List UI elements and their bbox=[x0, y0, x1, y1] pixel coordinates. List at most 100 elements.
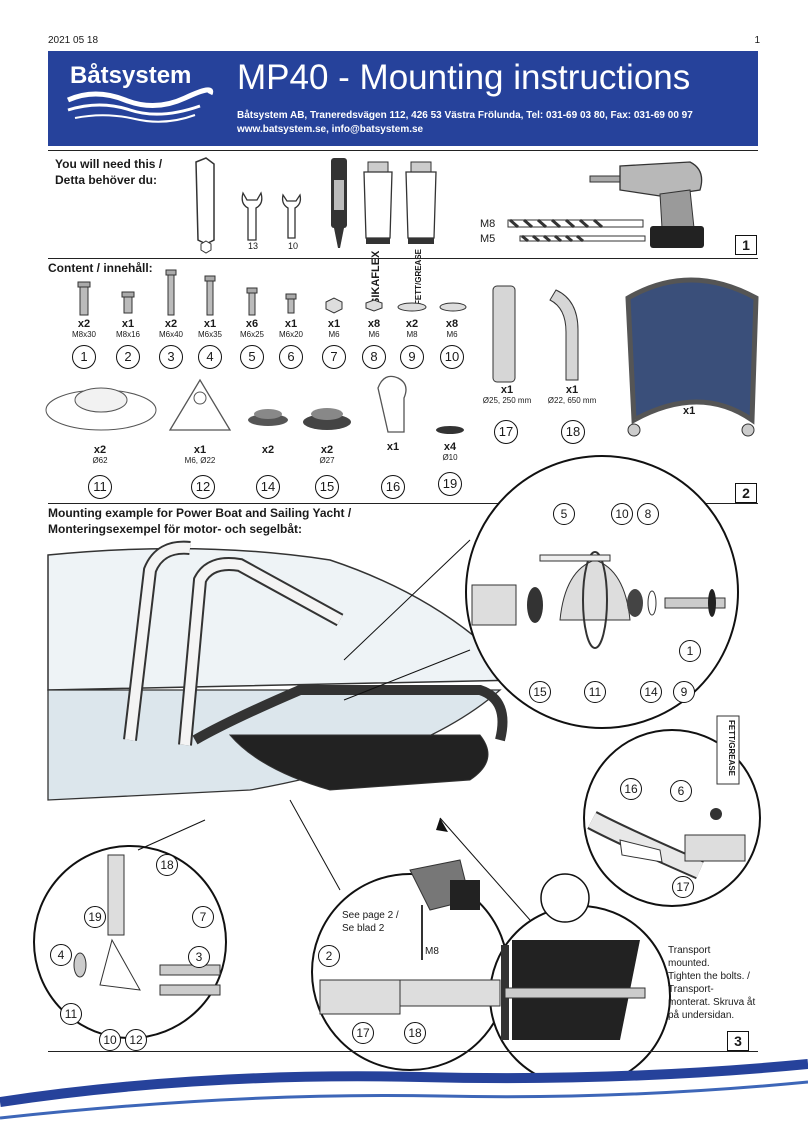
drill-m5-label: M5 bbox=[480, 233, 496, 245]
callout-8: 8 bbox=[637, 503, 659, 525]
section-divider bbox=[48, 150, 758, 151]
section-divider bbox=[48, 503, 758, 504]
part-number-10: 10 bbox=[440, 345, 464, 369]
cordless-drill-icon bbox=[589, 161, 704, 248]
callout-17: 17 bbox=[672, 876, 694, 898]
company-address: Båtsystem AB, Traneredsvägen 112, 426 53… bbox=[237, 110, 693, 121]
tube-18-icon bbox=[549, 289, 579, 381]
part-number-2: 2 bbox=[116, 345, 140, 369]
transport-line-5: monterat. Skruva åt bbox=[668, 997, 756, 1008]
part-number-4: 4 bbox=[198, 345, 222, 369]
grease-tube-icon bbox=[405, 161, 437, 244]
marker-icon bbox=[331, 158, 347, 248]
part-number-18: 18 bbox=[561, 420, 585, 444]
part-number-19: 19 bbox=[438, 472, 462, 496]
see-page-en: See page 2 / bbox=[342, 910, 399, 921]
content-label: Content / innehåll: bbox=[48, 261, 153, 275]
callout-5: 5 bbox=[553, 503, 575, 525]
step-3-box: 3 bbox=[727, 1031, 749, 1051]
part-number-17: 17 bbox=[494, 420, 518, 444]
transport-line-1: Transport bbox=[668, 945, 711, 956]
callout-6: 6 bbox=[670, 780, 692, 802]
tools-label-en: You will need this / bbox=[55, 157, 163, 171]
company-web: www.batsystem.se, info@batsystem.se bbox=[237, 124, 424, 135]
platform-icon bbox=[625, 277, 759, 437]
drill-bit-m5-icon bbox=[519, 234, 646, 243]
wrench-10-label: 10 bbox=[288, 241, 299, 251]
part-number-7: 7 bbox=[322, 345, 346, 369]
part-number-11: 11 bbox=[88, 475, 112, 499]
part-16-label: x1 bbox=[386, 441, 400, 453]
drill-m8-label: M8 bbox=[480, 218, 496, 230]
page-title: MP40 - Mounting instructions bbox=[237, 58, 691, 97]
callout-9: 9 bbox=[673, 681, 695, 703]
callout-1: 1 bbox=[679, 640, 701, 662]
callout-11: 11 bbox=[584, 681, 606, 703]
mounting-title-sv: Monteringsexempel för motor- och segelbå… bbox=[48, 522, 303, 536]
part-number-3: 3 bbox=[159, 345, 183, 369]
part-14-label: x2 bbox=[261, 444, 275, 456]
drill-bit-m8-icon bbox=[507, 218, 644, 229]
step-1-box: 1 bbox=[735, 235, 757, 255]
page-number: 1 bbox=[754, 35, 760, 46]
callout-18-left: 18 bbox=[156, 854, 178, 876]
step-2-box: 2 bbox=[735, 483, 757, 503]
wrench-13-label: 13 bbox=[248, 241, 259, 251]
callout-10-left: 10 bbox=[99, 1029, 121, 1051]
part-number-14: 14 bbox=[256, 475, 280, 499]
see-page-sv: Se blad 2 bbox=[342, 923, 385, 934]
tools-label-sv: Detta behöver du: bbox=[55, 173, 158, 187]
callout-15: 15 bbox=[529, 681, 551, 703]
part-number-9: 9 bbox=[400, 345, 424, 369]
transport-line-4: Transport- bbox=[668, 984, 714, 995]
callout-11-left: 11 bbox=[60, 1003, 82, 1025]
document-date: 2021 05 18 bbox=[48, 35, 99, 46]
callout-18-mid: 18 bbox=[404, 1022, 426, 1044]
transport-line-6: på undersidan. bbox=[668, 1010, 735, 1021]
part-number-12: 12 bbox=[191, 475, 215, 499]
transport-line-2: mounted. bbox=[668, 958, 710, 969]
callout-12: 12 bbox=[125, 1029, 147, 1051]
callout-4: 4 bbox=[50, 944, 72, 966]
callout-3: 3 bbox=[188, 946, 210, 968]
callout-14: 14 bbox=[640, 681, 662, 703]
drill-m8-label: M8 bbox=[425, 946, 439, 957]
section-divider bbox=[48, 258, 758, 259]
part-number-5: 5 bbox=[240, 345, 264, 369]
wrench-13-icon bbox=[241, 191, 263, 241]
callout-16: 16 bbox=[620, 778, 642, 800]
part-number-15: 15 bbox=[315, 475, 339, 499]
sikaflex-tube-icon bbox=[363, 161, 393, 244]
transport-note: Transport mounted. Tighten the bolts. / … bbox=[668, 944, 755, 1022]
transport-line-3: Tighten the bolts. / bbox=[668, 971, 750, 982]
part-number-1: 1 bbox=[72, 345, 96, 369]
callout-10: 10 bbox=[611, 503, 633, 525]
part-number-6: 6 bbox=[279, 345, 303, 369]
grease-tube-label: FETT/GREASE bbox=[727, 720, 736, 777]
wrench-10-icon bbox=[281, 193, 302, 239]
mounting-title-en: Mounting example for Power Boat and Sail… bbox=[48, 506, 352, 520]
brand-logo: Båtsystem bbox=[70, 62, 192, 89]
callout-17-mid: 17 bbox=[352, 1022, 374, 1044]
platform-qty: x1 bbox=[683, 405, 696, 417]
callout-7: 7 bbox=[192, 906, 214, 928]
